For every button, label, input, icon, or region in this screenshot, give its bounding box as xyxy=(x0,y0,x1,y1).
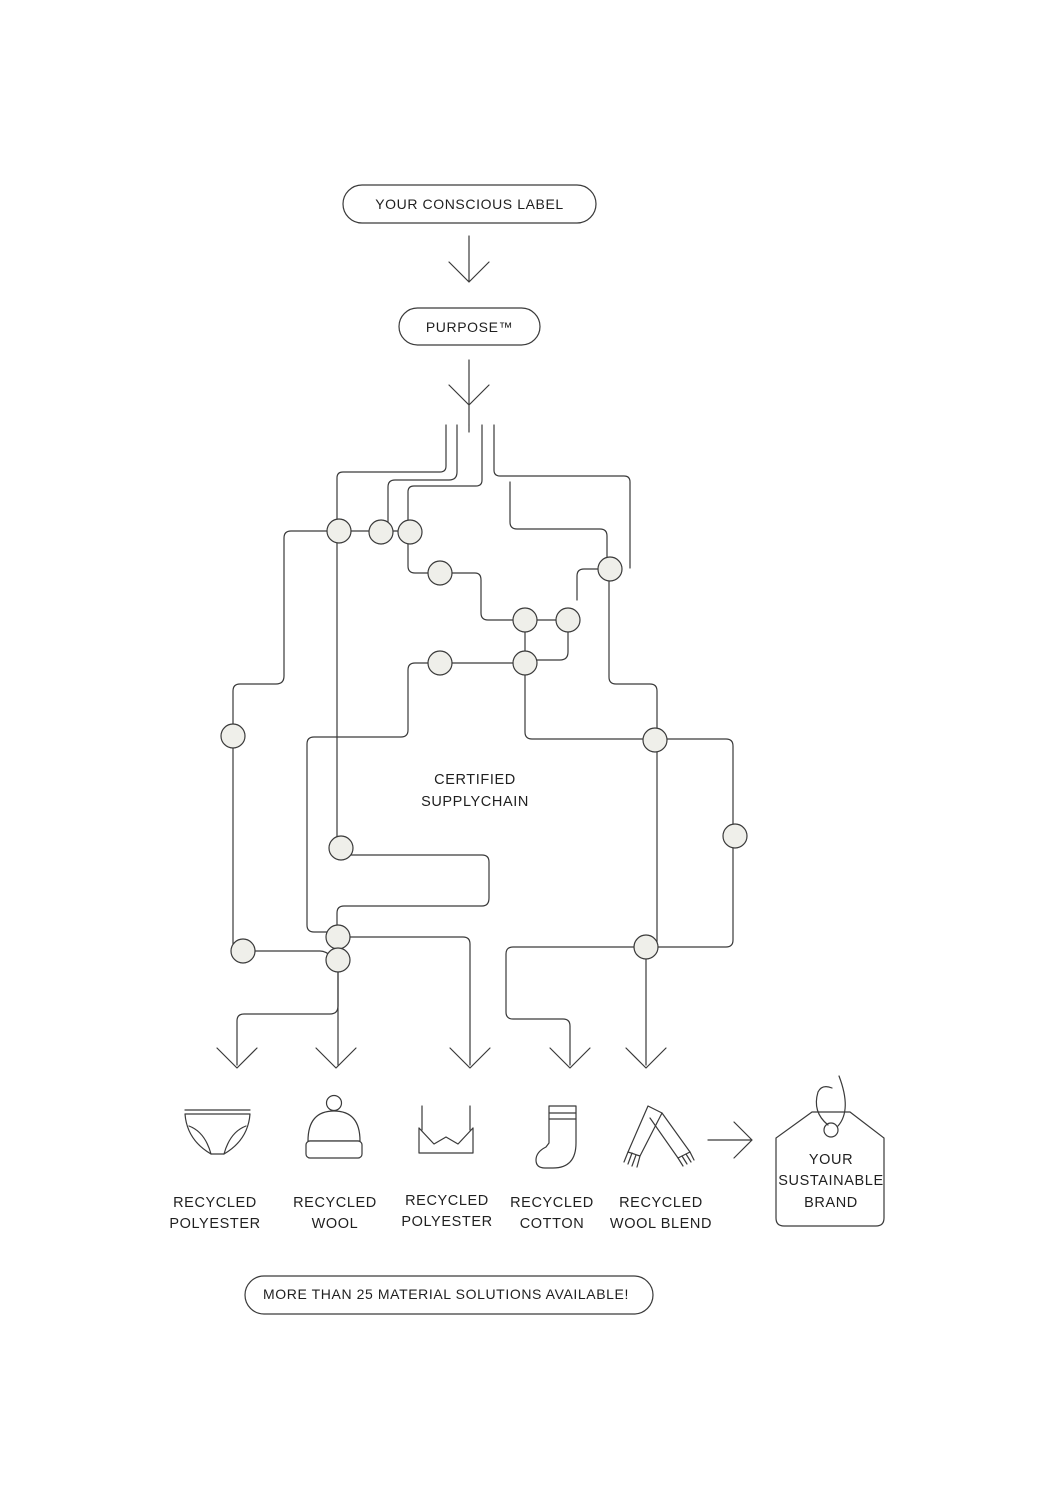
arrow-down-icon xyxy=(448,359,490,406)
product-label: RECYCLED POLYESTER xyxy=(169,1195,260,1232)
node xyxy=(722,823,748,849)
center-label-line1: CERTIFIED xyxy=(434,772,516,788)
purpose-pill-label: PURPOSE™ xyxy=(426,319,513,335)
beanie-icon xyxy=(305,1094,363,1159)
center-label-line2: SUPPLYCHAIN xyxy=(421,794,529,810)
product-label: RECYCLED COTTON xyxy=(510,1195,594,1232)
bottom-pill: MORE THAN 25 MATERIAL SOLUTIONS AVAILABL… xyxy=(244,1275,654,1315)
product-label: RECYCLED WOOL BLEND xyxy=(610,1195,712,1232)
top-pill-label: YOUR CONSCIOUS LABEL xyxy=(375,196,564,212)
sock-icon xyxy=(535,1105,577,1169)
node xyxy=(368,519,394,545)
scarf-icon xyxy=(623,1105,695,1168)
svg-text:COTTON: COTTON xyxy=(520,1216,585,1232)
arrow-right-icon xyxy=(707,1121,753,1159)
node xyxy=(512,607,538,633)
svg-text:WOOL BLEND: WOOL BLEND xyxy=(610,1216,712,1232)
node xyxy=(512,650,538,676)
node xyxy=(427,560,453,586)
node xyxy=(325,924,351,950)
svg-text:RECYCLED: RECYCLED xyxy=(510,1195,594,1211)
supply-chain-nodes xyxy=(220,518,748,973)
node xyxy=(642,727,668,753)
svg-text:SUSTAINABLE: SUSTAINABLE xyxy=(778,1173,883,1189)
svg-text:RECYCLED: RECYCLED xyxy=(619,1195,703,1211)
node xyxy=(555,607,581,633)
top-pill: YOUR CONSCIOUS LABEL xyxy=(342,184,597,224)
svg-text:BRAND: BRAND xyxy=(804,1195,858,1211)
node xyxy=(427,650,453,676)
node xyxy=(633,934,659,960)
node xyxy=(326,518,352,544)
hang-tag-icon xyxy=(775,1075,885,1227)
svg-text:WOOL: WOOL xyxy=(312,1216,359,1232)
node xyxy=(230,938,256,964)
svg-text:RECYCLED: RECYCLED xyxy=(405,1193,489,1209)
svg-text:YOUR: YOUR xyxy=(809,1152,853,1168)
bra-icon xyxy=(418,1105,474,1154)
certified-supplychain-label: CERTIFIED SUPPLYCHAIN xyxy=(421,772,529,810)
svg-text:POLYESTER: POLYESTER xyxy=(401,1214,492,1230)
node xyxy=(328,835,354,861)
svg-text:POLYESTER: POLYESTER xyxy=(169,1216,260,1232)
node xyxy=(597,556,623,582)
purpose-pill: PURPOSE™ xyxy=(398,307,541,346)
arrow-down-icon xyxy=(448,235,490,283)
svg-text:RECYCLED: RECYCLED xyxy=(173,1195,257,1211)
brand-tag-label: YOUR SUSTAINABLE BRAND xyxy=(778,1152,883,1211)
briefs-icon xyxy=(184,1109,251,1155)
node xyxy=(397,519,423,545)
product-label: RECYCLED WOOL xyxy=(293,1195,377,1232)
product-label: RECYCLED POLYESTER xyxy=(401,1193,492,1230)
bottom-pill-label: MORE THAN 25 MATERIAL SOLUTIONS AVAILABL… xyxy=(263,1286,629,1302)
svg-text:RECYCLED: RECYCLED xyxy=(293,1195,377,1211)
node xyxy=(325,947,351,973)
node xyxy=(220,723,246,749)
